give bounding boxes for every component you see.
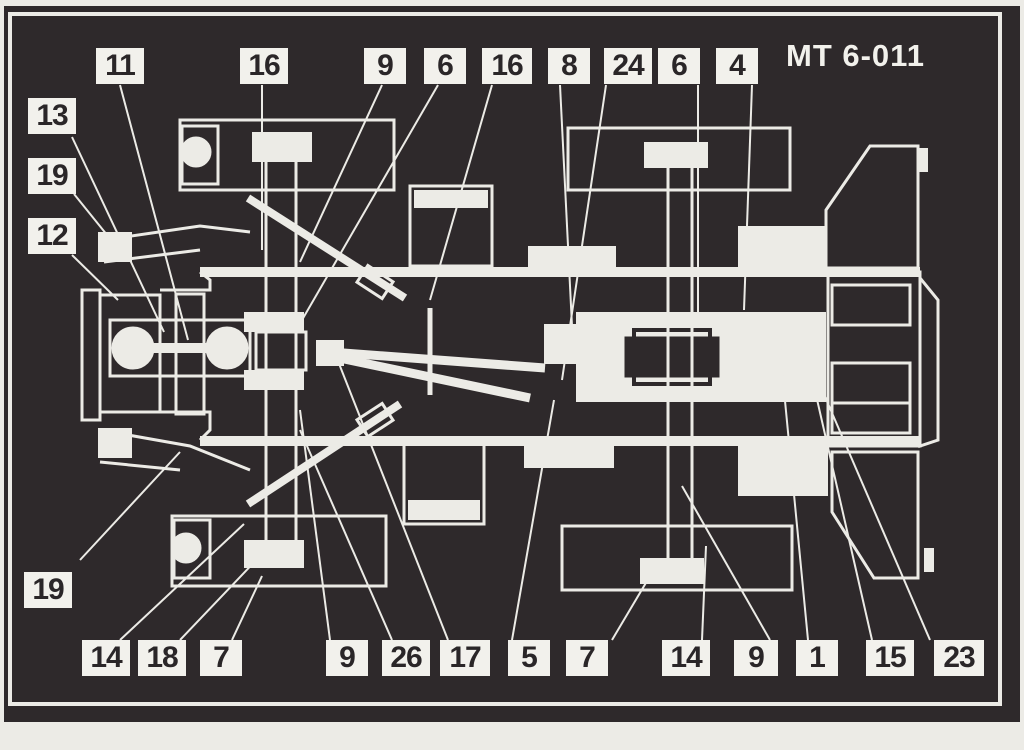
label-left-19: 19 [28,158,76,194]
label-top-24: 24 [604,48,652,84]
label-bottom-7b: 7 [566,640,608,676]
rear-wheel-bottom [560,524,794,592]
diagram-title: MT 6-011 [786,38,925,73]
label-bottom-1: 1 [796,640,838,676]
front-diff-body [254,330,308,372]
front-crossmember [160,270,212,442]
label-top-11: 11 [96,48,144,84]
rear-hub-bottom [640,558,704,584]
engine-rear-drum [205,326,249,370]
label-left-12: 12 [28,218,76,254]
rear-wheel-top [566,126,792,192]
tank-right-top [738,226,826,272]
engine-housing [108,318,252,378]
steering-damper-top [354,263,396,301]
front-end-frame [100,293,162,414]
battery-box-bottom-hatch [408,500,480,520]
steering-rod-bottom [245,400,403,508]
engine-front-drum [111,326,155,370]
label-bottom-14a: 14 [82,640,130,676]
left-bracket-bottom [98,428,132,458]
leader-lines [71,84,931,641]
rear-panel-upper [830,283,912,327]
label-bottom-14b: 14 [662,640,710,676]
label-top-4: 4 [716,48,758,84]
gearbox-rear-block [624,336,720,378]
drive-shaft-upper [329,347,546,373]
headlamp-bottom [170,532,202,564]
cab-bottom [830,450,920,580]
cab-top-handle [918,148,928,172]
label-bottom-15: 15 [866,640,914,676]
label-bottom-9a: 9 [326,640,368,676]
left-bracket-top [98,232,132,262]
label-bottom-23: 23 [934,640,984,676]
battery-box-top [408,184,494,268]
label-bottom-5: 5 [508,640,550,676]
label-bottom-left-19: 19 [24,572,72,608]
rear-end-block [826,270,922,448]
battery-box-top-hatch [414,190,488,208]
label-bottom-18: 18 [138,640,186,676]
gearbox-front [544,324,584,364]
headlamp-top [180,136,212,168]
cab-bottom-handle [924,548,934,572]
front-wheel-top [178,118,396,192]
label-left-13: 13 [28,98,76,134]
tank-right-bottom [738,446,828,496]
rear-panel-lower [830,401,912,435]
universal-joint [316,340,344,366]
steering-rod-top [245,194,408,302]
front-housing [174,292,206,416]
gearbox-core [632,328,712,386]
label-top-6a: 6 [424,48,466,84]
cab-top [824,144,920,270]
label-top-16b: 16 [482,48,532,84]
label-bottom-17: 17 [440,640,490,676]
battery-box-bottom [402,440,486,526]
frame-rail-bottom [200,436,920,446]
label-top-16a: 16 [240,48,288,84]
steering-damper-bottom [354,401,396,439]
front-bumper [80,288,102,422]
label-bottom-7a: 7 [200,640,242,676]
label-top-9: 9 [364,48,406,84]
front-diff-upper [244,312,304,332]
panel-border [8,12,1002,706]
label-bottom-26: 26 [382,640,430,676]
label-top-8: 8 [548,48,590,84]
tank-bottom [524,442,614,468]
label-bottom-9b: 9 [734,640,778,676]
tank-top [528,246,616,274]
front-diff-lower [244,370,304,390]
label-top-6b: 6 [658,48,700,84]
